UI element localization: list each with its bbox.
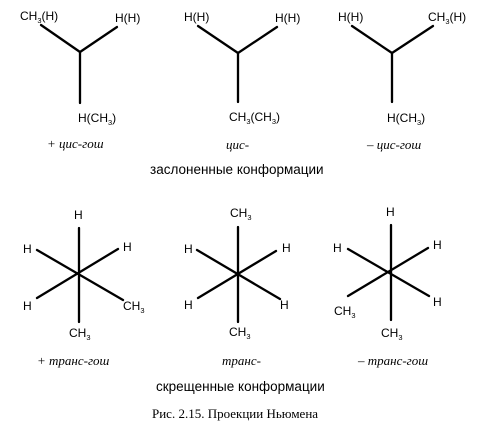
staggered-caption: скрещенные конформации [156,379,325,394]
staggered-2-ur-substituent: H [282,241,291,255]
eclipsed-3-left-substituent: H(H) [338,10,363,24]
eclipsed-2-left-substituent: H(H) [184,10,209,24]
eclipsed-caption: заслоненные конформации [150,162,324,177]
eclipsed-1-left-substituent: CH3(H) [20,9,58,25]
eclipsed-1-right-bond [78,25,119,54]
staggered-2-ll-ur-bond [196,249,278,300]
eclipsed-2-left-bond [196,24,240,55]
staggered-1-ur-substituent: H [123,240,132,254]
staggered-2-ul-substituent: H [184,242,193,256]
staggered-1-ll-ur-bond [35,247,120,300]
figure-caption: Рис. 2.15. Проекции Ньюмена [152,406,318,421]
eclipsed-3-bottom-substituent: H(CH3) [387,111,425,127]
eclipsed-2-bottom-substituent: CH3(CH3) [229,110,280,126]
eclipsed-2-right-substituent: H(H) [275,11,300,25]
staggered-2-label: транс- [222,353,261,368]
eclipsed-2-right-bond [236,25,279,55]
staggered-1-ul-lr-bond [35,248,125,302]
staggered-1-top-substituent: H [74,208,83,222]
eclipsed-3-label: – цис-гош [366,137,421,152]
staggered-3-ul-substituent: H [333,241,342,255]
eclipsed-2-label: цис- [226,137,249,152]
eclipsed-3-left-bond [350,24,394,55]
eclipsed-3-right-substituent: CH3(H) [428,10,466,26]
eclipsed-projection-3: H(H) CH3(H) H(CH3) – цис-гош [338,10,466,152]
staggered-3-bottom-substituent: CH3 [381,326,403,342]
eclipsed-3-right-bond [390,24,435,55]
staggered-1-ll-substituent: H [23,299,32,313]
eclipsed-projection-2: H(H) H(H) CH3(CH3) цис- [184,10,300,152]
eclipsed-projection-1: CH3(H) H(H) H(CH3) + цис-гош [20,9,140,151]
staggered-1-ul-substituent: H [23,242,32,256]
eclipsed-1-right-substituent: H(H) [115,11,140,25]
staggered-3-ll-ur-bond [346,246,430,298]
staggered-projection-3: H H H CH3 H CH3 – транс-гош [333,205,442,368]
staggered-1-label: + транс-гош [37,353,110,368]
eclipsed-1-bottom-substituent: H(CH3) [78,111,116,127]
staggered-1-bottom-substituent: CH3 [69,326,91,342]
staggered-projection-1: H H H H CH3 CH3 + транс-гош [23,208,145,368]
eclipsed-1-left-bond [39,23,82,54]
staggered-projection-2: CH3 H H H H CH3 транс- [184,206,291,368]
staggered-3-lr-substituent: H [433,295,442,309]
eclipsed-1-label: + цис-гош [47,136,104,151]
staggered-2-ll-substituent: H [184,298,193,312]
staggered-2-lr-substituent: H [280,298,289,312]
staggered-3-label: – транс-гош [357,353,428,368]
staggered-2-top-substituent: CH3 [230,206,252,222]
staggered-3-ur-substituent: H [433,238,442,252]
staggered-2-bottom-substituent: CH3 [229,325,251,341]
staggered-3-top-substituent: H [386,205,395,219]
staggered-3-ll-substituent: CH3 [334,304,356,320]
staggered-1-lr-substituent: CH3 [123,299,145,315]
